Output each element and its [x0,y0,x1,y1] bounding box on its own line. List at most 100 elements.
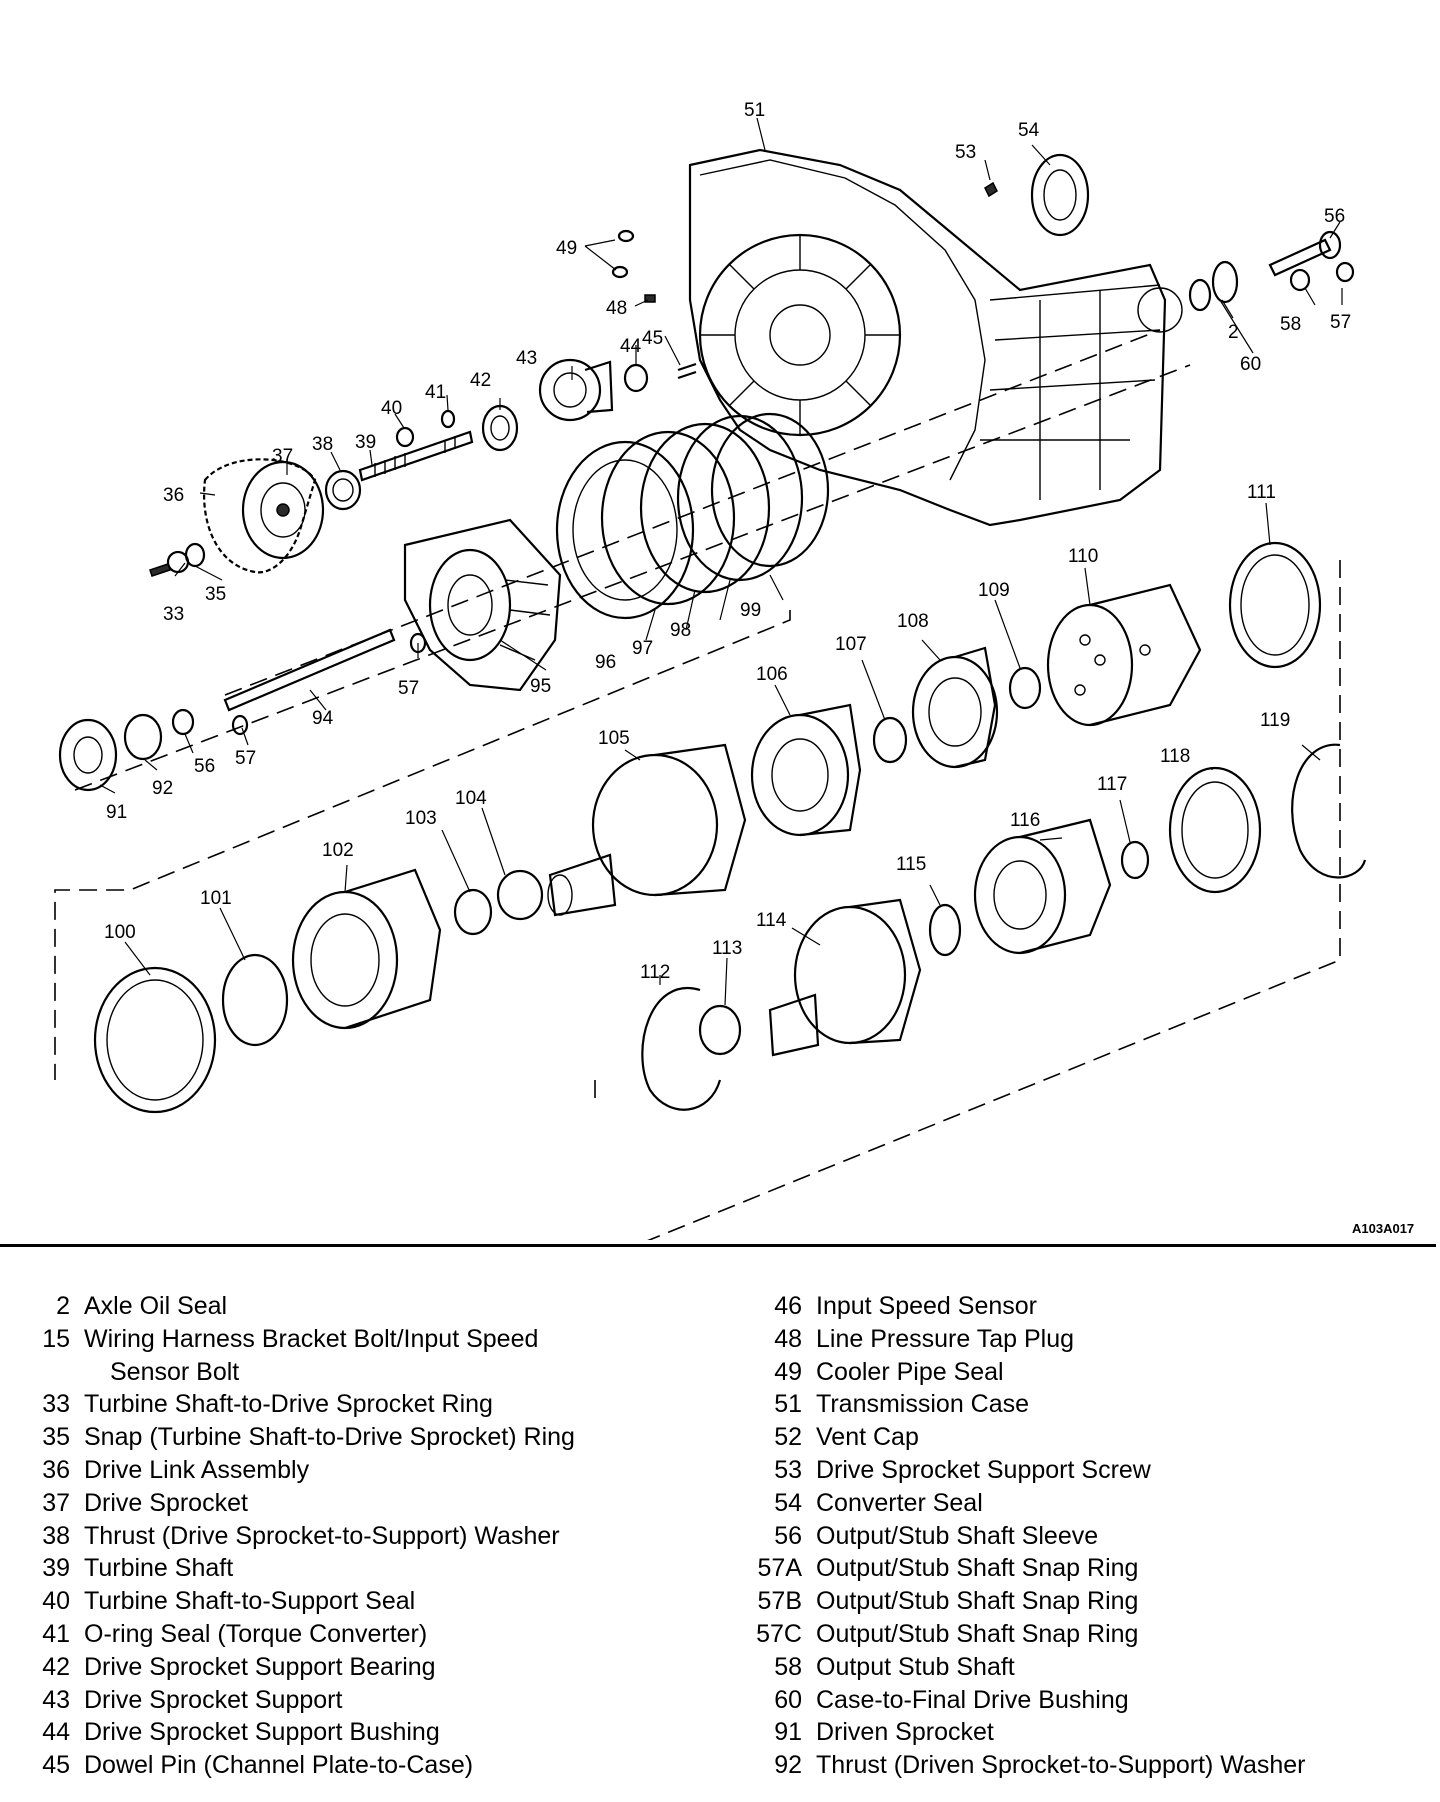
legend-part-number: 57A [757,1554,802,1583]
washer-103 [453,888,493,936]
legend-part-number: 52 [774,1423,802,1452]
parts-legend: 2 Axle Oil Seal 15 Wiring Harness Bracket B… [0,1290,1440,1790]
legend-part-number: 46 [774,1292,802,1320]
clutch-pack-96-99 [555,412,830,620]
callout: 57 [1330,312,1351,333]
legend-part-name: Input Speed Sensor [816,1292,1037,1320]
assembly-105 [547,743,747,917]
legend-part-number: 33 [42,1390,70,1419]
callout: 119 [1260,710,1290,731]
legend-part-number: 48 [774,1324,802,1353]
legend-part-number: 45 [42,1751,70,1780]
legend-item: 44 Drive Sprocket Support Bushing [22,1716,722,1749]
callout: 101 [200,888,232,909]
callout: 37 [272,446,293,467]
legend-item: 2 Axle Oil Seal [22,1290,722,1323]
legend-part-name: Drive Sprocket Support [84,1685,343,1714]
snap-ring-112 [641,987,722,1111]
assembly-114 [768,898,922,1057]
legend-part-number: 38 [42,1521,70,1550]
dowel-pin-45 [677,362,697,380]
legend-item: 54 Converter Seal [740,1487,1430,1520]
callout: 102 [322,840,354,861]
callout: 95 [530,676,551,697]
callout: 41 [425,382,446,403]
legend-part-name: Drive Link Assembly [84,1455,310,1484]
legend-part-number: 54 [774,1488,802,1517]
callout: 108 [897,611,929,632]
callout: 104 [455,788,487,809]
legend-part-number: 92 [774,1751,802,1780]
legend-item: 40 Turbine Shaft-to-Support Seal [22,1585,722,1618]
callout: 115 [896,854,926,875]
band-111 [1228,541,1322,669]
drive-link-36 [203,458,317,574]
legend-part-name: Axle Oil Seal [84,1292,228,1320]
legend-divider [0,1244,1436,1247]
legend-part-name: Converter Seal [816,1488,983,1517]
callout: 107 [835,634,867,655]
legend-part-name: Output/Stub Shaft Snap Ring [816,1587,1139,1616]
callout: 91 [106,802,127,823]
legend-part-name: Output/Stub Shaft Snap Ring [816,1619,1139,1648]
callout: 54 [1018,120,1040,141]
legend-part-name: Turbine Shaft-to-Support Seal [84,1587,416,1616]
callout: 106 [756,664,788,685]
legend-part-number: 44 [42,1718,70,1747]
legend-part-name: Thrust (Drive Sprocket-to-Support) Washe… [84,1521,560,1550]
washer-92 [123,713,163,761]
seal-40 [395,426,415,448]
callout: 33 [163,604,184,625]
legend-item: 58 Output Stub Shaft [740,1651,1430,1684]
legend-part-name: Output Stub Shaft [816,1652,1015,1681]
legend-part-number: 2 [56,1292,70,1320]
legend-part-name: Output/Stub Shaft Snap Ring [816,1554,1139,1583]
legend-part-number: 40 [42,1587,70,1616]
driven-sprocket-91 [58,718,118,792]
bushing-44 [623,363,649,393]
washer-113 [698,1004,742,1056]
legend-column-left: 2 Axle Oil Seal 15 Wiring Harness Bracket B… [22,1290,722,1782]
callout: 98 [670,620,691,641]
callout: 45 [642,328,663,349]
legend-part-name: Snap (Turbine Shaft-to-Drive Sprocket) R… [84,1423,575,1452]
transmission-case [688,148,1183,527]
callout: 113 [712,938,742,959]
legend-part-name: Drive Sprocket Support Screw [816,1455,1151,1484]
washer-107 [872,716,908,764]
callout: 42 [470,370,491,391]
callout-labels: 51 54 53 56 49 48 2 58 57 60 45 44 43 42… [104,100,1414,1236]
legend-part-name: Vent Cap [816,1423,919,1452]
callout: 36 [163,485,184,506]
legend-part-number: 58 [774,1652,802,1681]
legend-part-name: Case-to-Final Drive Bushing [816,1685,1129,1714]
callout: 43 [516,348,537,369]
assembly-axes [54,329,1341,1240]
screw-53 [984,181,998,198]
callout: 97 [632,638,653,659]
plate-101 [221,953,289,1047]
callout: 105 [598,728,630,749]
callout: 110 [1068,546,1098,567]
legend-part-number: 15 [42,1324,70,1353]
callout: 99 [740,600,761,621]
legend-part-name: Wiring Harness Bracket Bolt/Input Speed [84,1324,539,1353]
legend-item: 57A Output/Stub Shaft Snap Ring [740,1552,1430,1585]
legend-part-name: Drive Sprocket Support Bushing [84,1718,440,1747]
legend-part-name: Line Pressure Tap Plug [816,1324,1075,1353]
carrier-106 [750,703,862,837]
housing-102 [291,868,442,1030]
legend-part-number: 39 [42,1554,70,1583]
legend-part-number: 56 [774,1521,802,1550]
shaft-94 [223,628,396,712]
leader-lines [99,117,1343,1006]
gear-108 [911,646,999,769]
